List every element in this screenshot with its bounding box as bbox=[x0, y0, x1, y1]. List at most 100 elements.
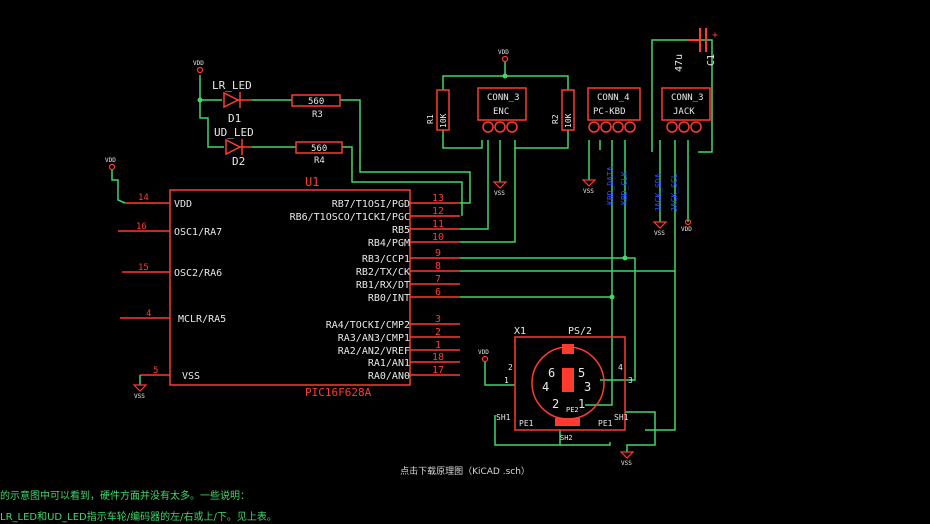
ps2-shield: SH1 bbox=[496, 413, 511, 422]
ic-pin-num: 2 bbox=[435, 327, 441, 338]
c1-ref: C1 bbox=[706, 54, 717, 66]
svg-text:VDD: VDD bbox=[498, 49, 509, 56]
ic-pin-num: 10 bbox=[432, 232, 444, 243]
c1-plus: + bbox=[712, 30, 718, 41]
resistor-r3 bbox=[291, 94, 341, 107]
led-d2-ref: D2 bbox=[232, 155, 245, 168]
ic-left-pins bbox=[118, 202, 170, 376]
ic-pin-num: 18 bbox=[432, 352, 444, 363]
junctions bbox=[197, 73, 628, 300]
jack-name: JACK bbox=[673, 107, 695, 117]
ic-pin-name: RA0/AN0 bbox=[368, 371, 410, 382]
svg-text:VSS: VSS bbox=[583, 188, 594, 195]
led-d1 bbox=[223, 91, 252, 109]
ic-pin-num: 9 bbox=[435, 248, 441, 259]
svg-text:VSS: VSS bbox=[621, 460, 632, 467]
led-d2-name: UD_LED bbox=[214, 126, 254, 139]
svg-text:VDD: VDD bbox=[193, 60, 204, 67]
ic-pin-name: RB7/T1OSI/PGD bbox=[332, 199, 410, 210]
ic-pin-num: 14 bbox=[138, 193, 149, 203]
svg-text:2: 2 bbox=[508, 363, 513, 372]
ic-ref: U1 bbox=[305, 175, 319, 189]
ic-body bbox=[169, 189, 411, 386]
ic-pin-name: RA2/AN2/VREF bbox=[338, 346, 410, 357]
led-d1-name: LR_LED bbox=[212, 79, 252, 92]
svg-text:1: 1 bbox=[504, 376, 509, 385]
ic-pin-name: RA3/AN3/CMP1 bbox=[338, 333, 410, 344]
enc-type: CONN_3 bbox=[487, 93, 520, 103]
ps2-pin: 6 bbox=[548, 366, 555, 380]
svg-text:4: 4 bbox=[618, 363, 623, 372]
enc-name: ENC bbox=[493, 107, 509, 117]
ic-pin-num: 4 bbox=[146, 309, 151, 319]
net-label: KBD_CLK bbox=[620, 171, 629, 205]
caption-link[interactable]: 点击下载原理图（KiCAD .sch） bbox=[400, 467, 530, 477]
ic-pin-num: 16 bbox=[136, 222, 147, 232]
jack-pins bbox=[666, 121, 702, 133]
ps2-key bbox=[555, 418, 580, 426]
capacitor-c1 bbox=[688, 28, 707, 52]
r1-value: 10K bbox=[439, 113, 448, 128]
connector-enc bbox=[477, 87, 527, 121]
resistor-r4 bbox=[295, 141, 343, 154]
kbd-type: CONN_4 bbox=[597, 93, 630, 103]
svg-text:VDD: VDD bbox=[478, 349, 489, 356]
ps2-shield: SH1 bbox=[614, 413, 629, 422]
ps2-pin: 1 bbox=[578, 397, 585, 411]
svg-text:VDD: VDD bbox=[105, 157, 116, 164]
net-label: KBD_DATA bbox=[606, 166, 615, 205]
ic-pin-num: 17 bbox=[432, 365, 444, 376]
enc-pins bbox=[482, 121, 518, 133]
ps2-pin: 5 bbox=[578, 366, 585, 380]
ic-pin-num: 6 bbox=[435, 287, 441, 298]
ps2-pin: 4 bbox=[542, 380, 549, 394]
ps2-body bbox=[514, 336, 626, 431]
svg-text:VSS: VSS bbox=[134, 393, 145, 400]
ic-pin-name: RA1/AN1 bbox=[368, 358, 410, 369]
r2-value: 10K bbox=[564, 113, 573, 128]
r2-ref: R2 bbox=[551, 114, 560, 124]
ic-pin-num: 1 bbox=[435, 340, 441, 351]
led-d2 bbox=[225, 138, 252, 156]
ic-pin-name: RB1/RX/DT bbox=[356, 280, 410, 291]
ps2-pe: PE1 bbox=[519, 419, 534, 428]
ic-pin-name: RA4/TOCKI/CMP2 bbox=[326, 320, 410, 331]
ps2-shield: SH2 bbox=[560, 434, 573, 442]
ps2-name: PS/2 bbox=[568, 326, 592, 337]
ps2-pe: PE1 bbox=[598, 419, 613, 428]
ps2-pin: 2 bbox=[552, 397, 559, 411]
ic-pin-name: RB6/T1OSCO/T1CKI/PGC bbox=[290, 212, 410, 223]
ic-part: PIC16F628A bbox=[305, 386, 372, 399]
resistor-r2 bbox=[561, 89, 575, 131]
svg-text:VDD: VDD bbox=[681, 226, 692, 233]
r4-ref: R4 bbox=[314, 156, 325, 166]
ic-pin-name: RB2/TX/CK bbox=[356, 267, 410, 278]
ic-pin-name: RB3/CCP1 bbox=[362, 254, 410, 265]
r3-ref: R3 bbox=[312, 110, 323, 120]
vss-symbols bbox=[132, 179, 668, 459]
r1-ref: R1 bbox=[426, 114, 435, 124]
description-line-2: LR_LED和UD_LED指示车轮/编码器的左/右或上/下。见上表。 bbox=[0, 512, 277, 523]
ic-pin-name: VSS bbox=[182, 371, 200, 382]
ic-pin-num: 7 bbox=[435, 274, 441, 285]
vss-labels: VSS VSS VSS VSS VSS bbox=[134, 188, 665, 467]
ps2-key bbox=[562, 368, 574, 392]
ic-pin-num: 12 bbox=[432, 206, 444, 217]
jack-type: CONN_3 bbox=[671, 93, 704, 103]
ps2-ref: X1 bbox=[514, 326, 526, 337]
ic-pin-num: 3 bbox=[435, 314, 441, 325]
net-label: JACK_SDA bbox=[654, 173, 663, 212]
ic-pin-name: RB4/PGM bbox=[368, 238, 410, 249]
c1-value: 47u bbox=[674, 54, 685, 72]
ic-pin-name: RB0/INT bbox=[368, 293, 410, 304]
ic-pin-name: OSC1/RA7 bbox=[174, 227, 222, 238]
led-d1-ref: D1 bbox=[228, 112, 241, 125]
connector-kbd bbox=[587, 87, 641, 121]
ic-pin-name: RB5 bbox=[392, 225, 410, 236]
ic-pin-num: 11 bbox=[432, 219, 444, 230]
svg-text:VSS: VSS bbox=[494, 190, 505, 197]
ps2-pin: 3 bbox=[584, 380, 591, 394]
ic-right-pins bbox=[410, 202, 460, 376]
svg-text:VSS: VSS bbox=[654, 230, 665, 237]
resistor-r1 bbox=[436, 89, 450, 131]
